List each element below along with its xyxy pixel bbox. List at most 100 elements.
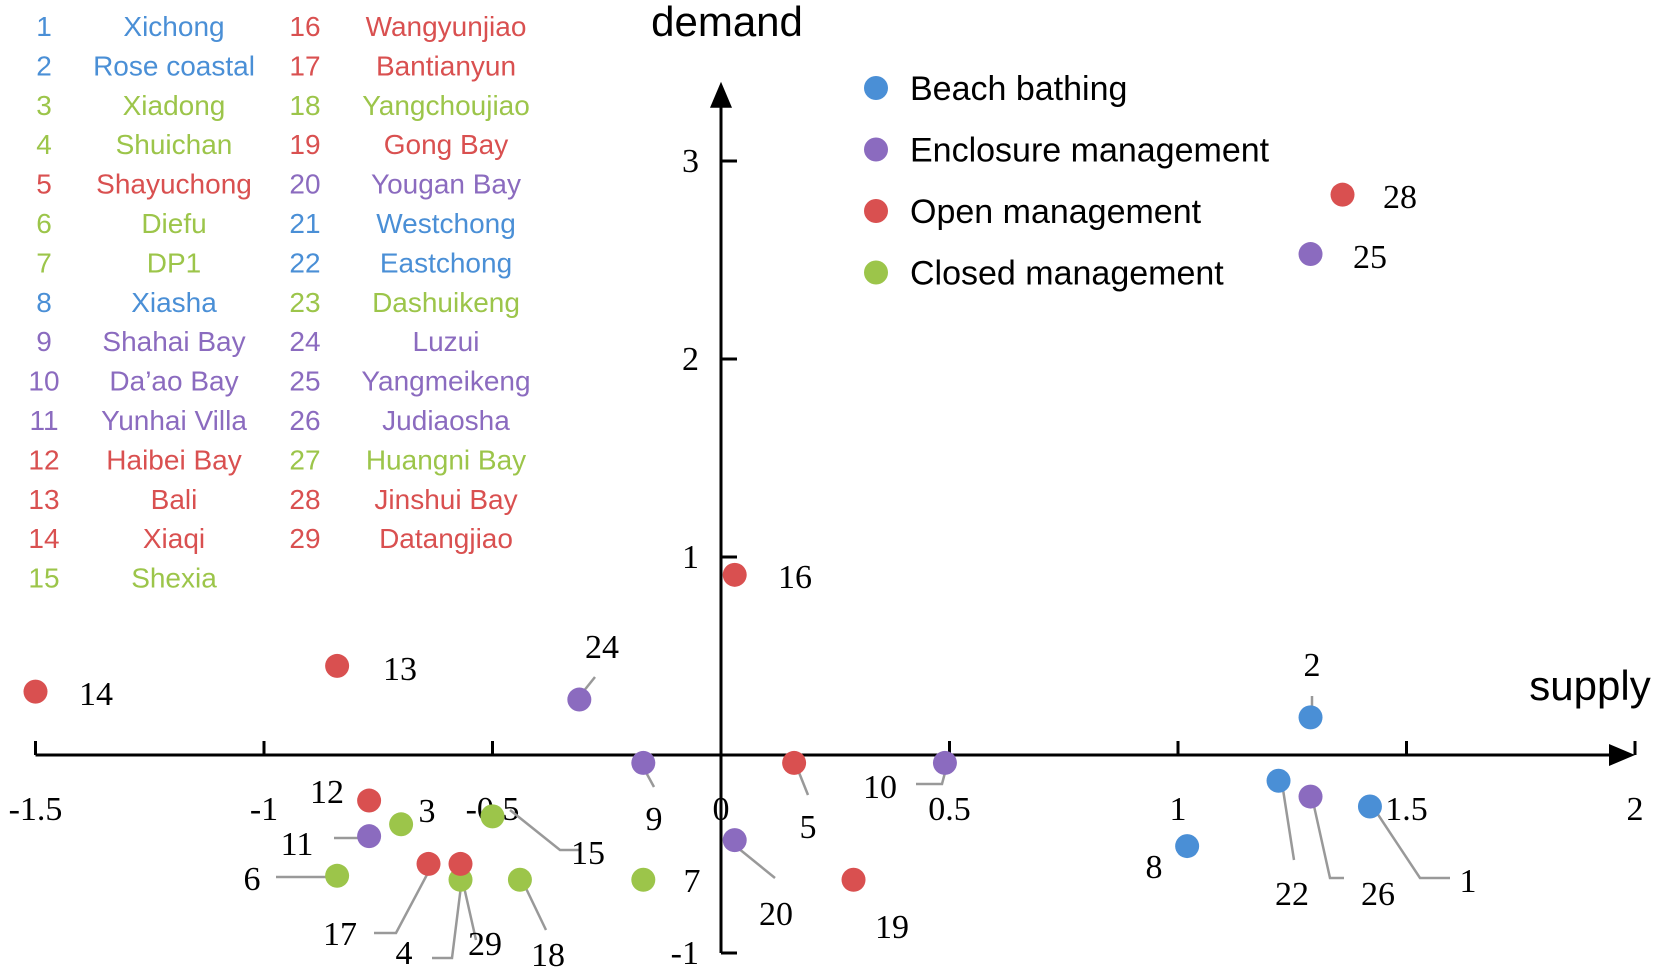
x-tick-label: 0.5 — [928, 791, 971, 828]
site-number: 10 — [28, 366, 59, 397]
data-point — [357, 788, 382, 813]
site-number: 6 — [36, 208, 52, 239]
legend-marker — [864, 199, 888, 223]
leader-lines — [276, 676, 1450, 960]
data-point — [480, 804, 505, 829]
data-points — [23, 182, 1382, 892]
leader-line — [1280, 782, 1296, 861]
site-name: Eastchong — [380, 247, 512, 278]
site-name: Wangyunjiao — [366, 11, 527, 42]
site-name: Shahai Bay — [102, 326, 245, 357]
site-list-entry: 1 Xichong — [36, 11, 224, 42]
site-name: Westchong — [376, 208, 516, 239]
site-name: Shayuchong — [96, 169, 252, 200]
site-name: Xiadong — [123, 90, 226, 121]
site-number: 3 — [36, 90, 52, 121]
site-list-entry: 3 Xiadong — [36, 90, 225, 121]
point-label: 14 — [79, 676, 113, 713]
site-number: 22 — [289, 247, 320, 278]
x-tick-label: -1.5 — [9, 791, 63, 828]
site-number: 29 — [289, 523, 320, 554]
data-point — [416, 851, 441, 876]
legend-entry: Beach bathing — [864, 70, 1127, 108]
data-point — [1266, 768, 1291, 793]
site-number: 1 — [36, 11, 52, 42]
site-list-entry: 21 Westchong — [289, 208, 515, 239]
legend-label: Enclosure management — [910, 132, 1270, 170]
data-point — [1298, 705, 1323, 730]
site-list-entry: 16 Wangyunjiao — [289, 11, 526, 42]
site-number: 15 — [28, 563, 59, 594]
data-point — [23, 679, 48, 704]
site-number: 18 — [289, 90, 320, 121]
x-tick-label: 1 — [1170, 791, 1187, 828]
point-label: 15 — [571, 835, 605, 872]
site-number: 4 — [36, 129, 52, 160]
data-point — [722, 562, 747, 587]
data-point — [722, 828, 747, 853]
legend-entry: Enclosure management — [864, 132, 1270, 170]
site-number: 19 — [289, 129, 320, 160]
point-label: 29 — [468, 926, 502, 963]
site-name: Luzui — [413, 326, 480, 357]
data-point — [1357, 794, 1382, 819]
data-point — [507, 867, 532, 892]
point-label: 2 — [1304, 647, 1321, 684]
data-point — [448, 851, 473, 876]
site-name: Shexia — [131, 563, 217, 594]
y-tick-label: -1 — [671, 935, 699, 969]
site-name: Datangjiao — [379, 523, 513, 554]
site-number: 13 — [28, 484, 59, 515]
site-number: 21 — [289, 208, 320, 239]
point-label: 13 — [383, 651, 417, 688]
leader-line — [432, 877, 464, 960]
legend-marker — [864, 137, 888, 162]
site-name: Yunhai Villa — [101, 405, 247, 436]
site-name: Rose coastal — [93, 50, 255, 81]
point-label: 4 — [396, 935, 413, 969]
x-axis-arrow — [1609, 744, 1635, 766]
site-number: 7 — [36, 247, 52, 278]
point-label: 8 — [1146, 849, 1163, 886]
legend-entry: Closed management — [864, 255, 1224, 293]
data-point — [325, 653, 350, 678]
point-label: 3 — [419, 793, 436, 830]
legend-marker — [864, 260, 888, 285]
leader-line — [1373, 809, 1450, 880]
point-label: 5 — [800, 809, 817, 846]
site-name: Shuichan — [116, 129, 233, 160]
site-name: Xichong — [123, 11, 224, 42]
leader-line — [374, 868, 432, 935]
site-name: Gong Bay — [384, 129, 509, 160]
point-label: 24 — [585, 629, 619, 666]
y-axis-arrow — [710, 81, 732, 108]
point-label: 18 — [531, 937, 565, 969]
site-name: Yangchoujiao — [362, 90, 530, 121]
site-number: 16 — [289, 11, 320, 42]
point-label: 9 — [646, 801, 663, 838]
site-list-entry: 24 Luzui — [289, 326, 479, 357]
site-list-entry: 18 Yangchoujiao — [289, 90, 529, 121]
x-axis-label: supply — [1529, 662, 1650, 709]
data-point — [841, 867, 866, 892]
site-list-entry: 15 Shexia — [28, 563, 217, 594]
y-axis-label: demand — [651, 0, 803, 45]
site-number: 20 — [289, 169, 320, 200]
site-name: Bantianyun — [376, 50, 516, 81]
site-number: 24 — [289, 326, 320, 357]
site-number: 14 — [28, 523, 59, 554]
